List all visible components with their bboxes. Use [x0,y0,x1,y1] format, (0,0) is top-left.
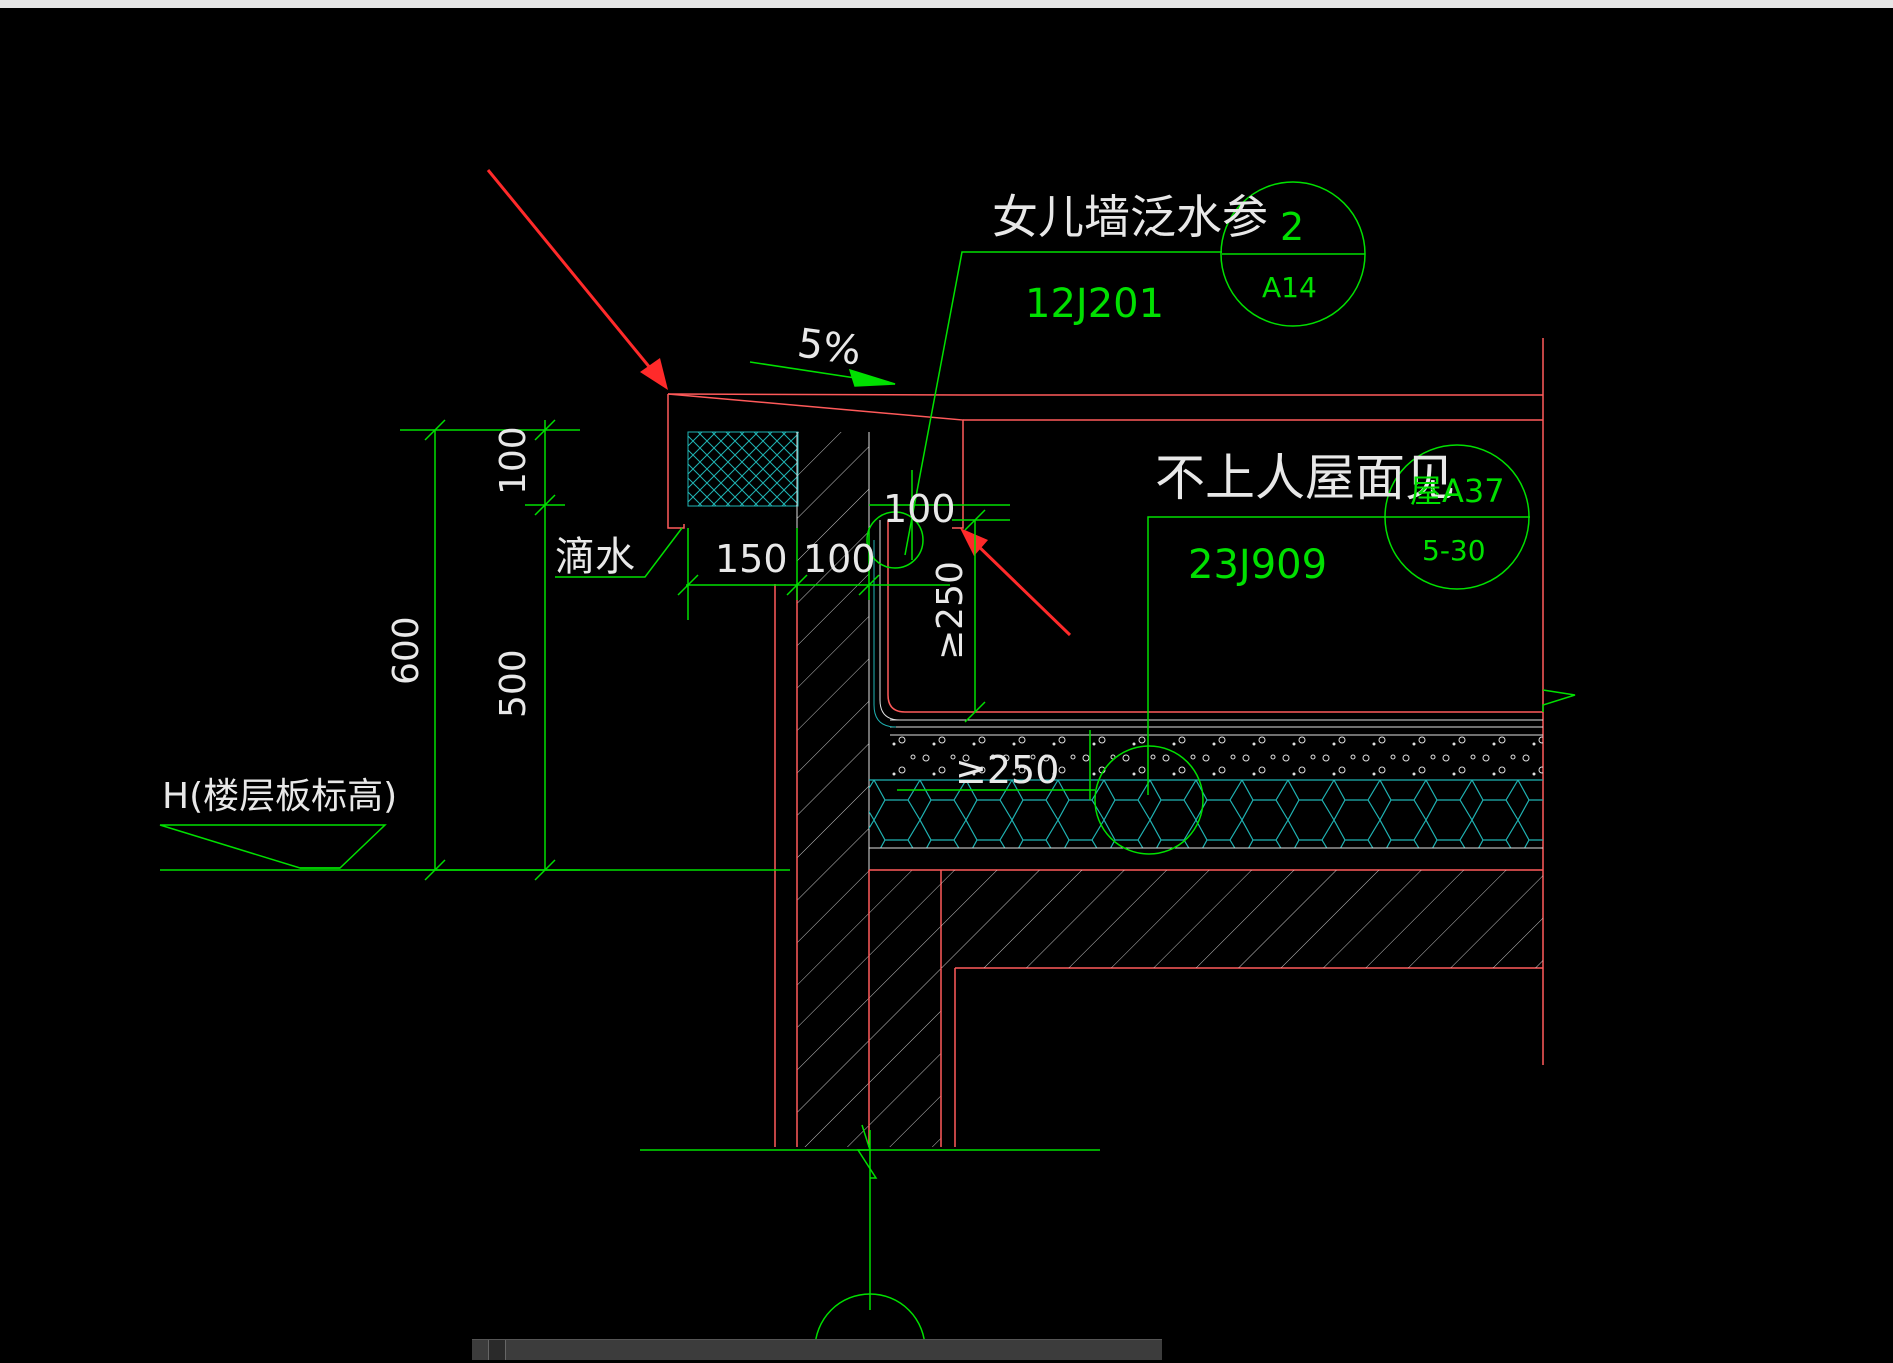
taskbar [472,1339,1162,1360]
dim-250-horizontal: ≥250 [955,748,1059,792]
parapet-ref-sheet: A14 [1262,271,1317,304]
dim-100-vertical: 100 [493,426,534,495]
taskbar-item-3[interactable] [506,1340,522,1360]
parapet-detail-drawing: 女儿墙泛水参 12J201 2 A14 不上人屋面见 23J909 屋A37 5… [159,169,1576,1350]
parapet-ref-title: 女儿墙泛水参 [992,190,1268,244]
dim-150: 150 [715,537,788,581]
parapet-coping [667,393,1543,529]
window-top-bar [0,0,1893,8]
taskbar-item-active[interactable] [488,1340,506,1360]
dim-600: 600 [386,616,427,685]
parapet-ref-num: 2 [1280,205,1304,249]
roof-slab [941,870,1543,968]
coping-insulation-block [687,431,799,507]
roof-ref-sheet: 5-30 [1422,534,1486,567]
drip-label: 滴水 [555,534,635,580]
dim-250-vertical: ≥250 [930,561,971,660]
roof-ref-num: 屋A37 [1410,472,1505,510]
arrow-annotation-coping [486,169,668,390]
detail-bubble-parapet[interactable] [1220,181,1366,327]
dimension-lines [159,251,1385,1350]
roof-ref-std: 23J909 [1188,542,1327,588]
floor-level-label: H(楼层板标高) [162,776,397,817]
dim-500: 500 [493,649,534,718]
roof-layers [869,520,1543,849]
cad-drawing-canvas[interactable]: 女儿墙泛水参 12J201 2 A14 不上人屋面见 23J909 屋A37 5… [0,8,1893,1359]
dim-100-cap: 100 [883,487,956,531]
parapet-ref-std: 12J201 [1025,281,1164,327]
detail-bubble-roof[interactable] [1384,444,1530,590]
break-line-right [1542,689,1576,712]
dim-100-horizontal: 100 [803,537,876,581]
slope-label: 5% [795,320,864,374]
arrow-annotation-drip [960,528,1072,637]
roof-ref-title: 不上人屋面见 [1155,449,1455,507]
taskbar-item-1[interactable] [472,1340,488,1360]
